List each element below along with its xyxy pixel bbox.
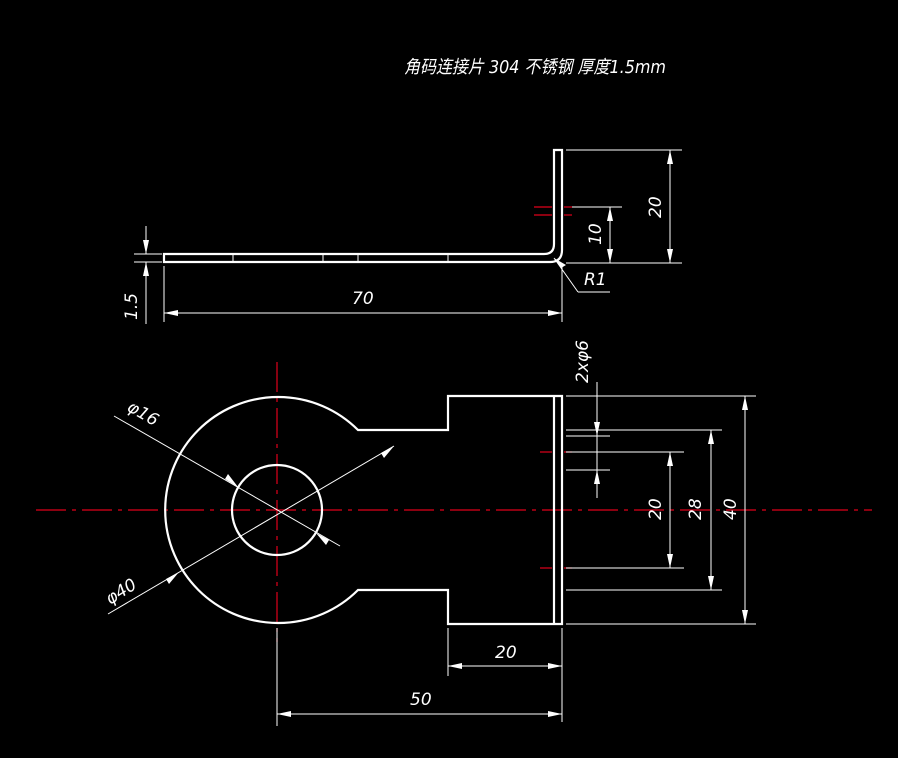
dim-plan-total-length: 50	[276, 628, 562, 726]
dim-plan-hole-diameter-label: φ16	[124, 397, 163, 431]
dim-side-radius-label: R1	[584, 270, 607, 290]
side-view-hole-centers	[534, 206, 572, 216]
dim-plan-flange-length: 20	[447, 628, 563, 722]
dim-plan-hole-spacing: 20	[566, 451, 684, 569]
dim-plan-holes-label: 2xφ6	[573, 340, 593, 383]
dim-plan-flange-length-label: 20	[495, 643, 517, 663]
plan-view-outline	[164, 394, 564, 626]
dim-plan-hole-diameter: φ16	[113, 397, 341, 547]
dim-plan-total-width-label: 40	[721, 498, 741, 520]
dim-plan-holes: 2xφ6	[566, 340, 610, 498]
side-view-ticks	[232, 254, 449, 262]
side-view-plate	[162, 148, 564, 264]
plan-view: 2xφ6 20 28 40	[36, 340, 872, 726]
dim-plan-flange-width-label: 28	[686, 498, 706, 520]
dim-side-height: 20	[566, 149, 682, 264]
dim-plan-total-width: 40	[566, 395, 756, 625]
dim-side-thickness-label: 1.5	[122, 293, 142, 320]
dim-plan-hole-spacing-label: 20	[646, 498, 666, 520]
dim-plan-flange-width: 28	[566, 429, 722, 591]
dim-plan-outer-diameter-label: φ40	[102, 575, 140, 609]
dim-side-hole-offset-label: 10	[586, 223, 606, 245]
dim-plan-outer-diameter: φ40	[102, 445, 395, 615]
dim-side-thickness: 1.5	[122, 226, 162, 324]
dim-side-radius: R1	[553, 257, 610, 293]
dim-side-length-label: 70	[352, 289, 374, 309]
dim-plan-total-length-label: 50	[410, 690, 432, 710]
dim-side-length: 70	[163, 266, 563, 322]
dim-side-height-label: 20	[646, 196, 666, 218]
drawing-title: 角码连接片 304 不锈钢 厚度1.5mm	[404, 57, 666, 78]
dim-side-hole-offset: 10	[572, 206, 622, 263]
side-view: 70 20 10 1.5	[122, 148, 682, 324]
plan-view-center-hole	[230, 463, 324, 557]
